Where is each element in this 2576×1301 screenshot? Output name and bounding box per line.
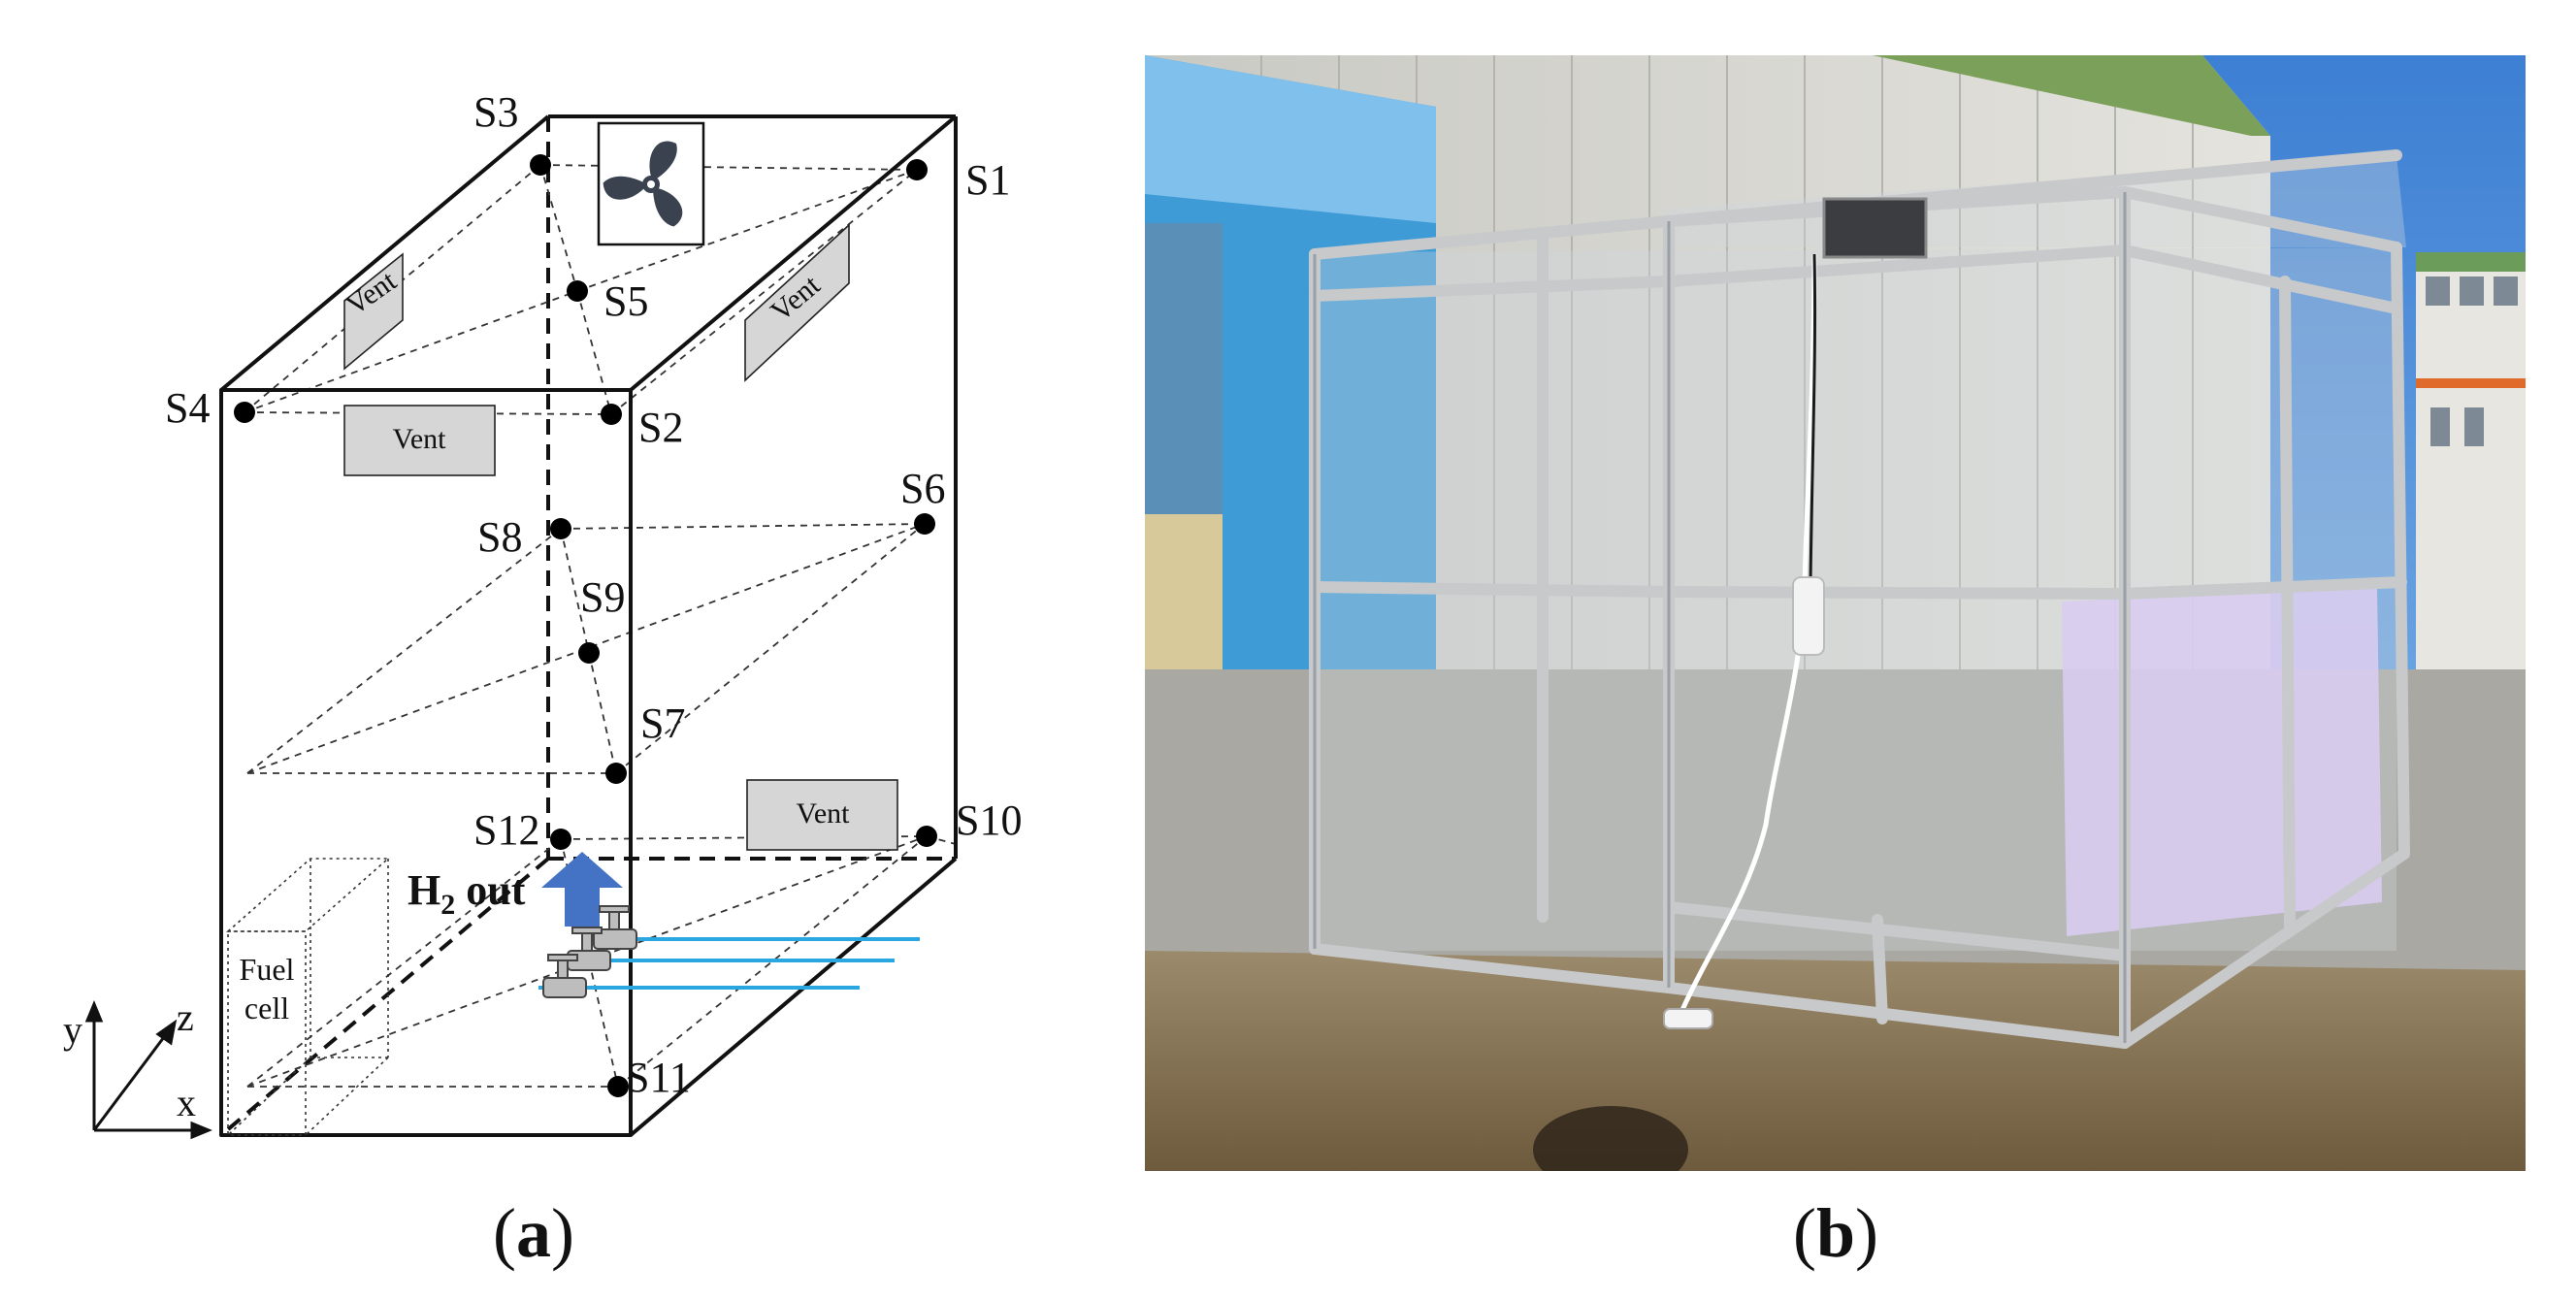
vent-front: Vent <box>343 405 496 476</box>
svg-text:S4: S4 <box>165 384 210 432</box>
hidden-edges <box>219 116 956 1137</box>
sensor-s6 <box>914 513 935 535</box>
panel-b-label: (b) <box>1793 1194 1878 1272</box>
sensor-s7 <box>605 763 627 784</box>
fan-icon <box>597 121 705 246</box>
enclosure-outline <box>219 114 958 1137</box>
vent-bottom-right: Vent <box>746 779 898 851</box>
svg-text:S11: S11 <box>626 1054 691 1101</box>
sensor-labels: S1 S2 S3 S4 S5 S6 S7 S8 S9 S10 S11 S12 <box>165 88 1022 1101</box>
sensor-s9 <box>578 642 600 664</box>
sensor-s10 <box>916 826 937 847</box>
axis-x-label: x <box>177 1081 196 1124</box>
h2-out-label: H2 out <box>408 866 526 921</box>
sensor-s11 <box>607 1076 629 1097</box>
sensor-s4 <box>234 402 255 423</box>
panel-a-diagram: Vent Vent Vent Vent Fuel cell <box>63 88 1022 1272</box>
panel-a-label: (a) <box>493 1194 574 1272</box>
fuel-cell-box <box>225 858 391 1136</box>
svg-text:S5: S5 <box>603 277 648 325</box>
axis-triad <box>84 1000 212 1140</box>
sensor-dots <box>234 154 937 1097</box>
svg-text:S7: S7 <box>640 699 685 747</box>
axis-y-label: y <box>63 1008 82 1052</box>
svg-text:S6: S6 <box>900 465 945 512</box>
fuel-cell-label-line1: Fuel <box>240 952 295 987</box>
svg-text:Vent: Vent <box>797 797 851 829</box>
sensor-s2 <box>601 404 622 425</box>
fuel-cell-label-line2: cell <box>245 991 289 1025</box>
svg-text:S10: S10 <box>956 797 1022 844</box>
axis-z-label: z <box>177 995 194 1039</box>
svg-text:S3: S3 <box>473 88 518 136</box>
h2-out-arrow <box>541 852 623 927</box>
svg-text:S2: S2 <box>638 404 683 451</box>
sensor-s1 <box>906 159 928 180</box>
sensor-s5 <box>567 280 588 302</box>
sensor-s3 <box>530 154 551 176</box>
svg-text:S1: S1 <box>965 156 1010 204</box>
sensor-s12 <box>550 829 571 850</box>
sensor-s8 <box>550 518 571 539</box>
hydrogen-supply-pipes <box>538 905 920 998</box>
vent-left-top: Vent <box>341 252 404 371</box>
svg-text:S8: S8 <box>477 513 522 561</box>
panel-b-photo: (b) <box>1145 55 2526 1272</box>
svg-text:S9: S9 <box>580 573 625 621</box>
svg-text:S12: S12 <box>473 806 539 854</box>
svg-text:Vent: Vent <box>393 423 447 455</box>
